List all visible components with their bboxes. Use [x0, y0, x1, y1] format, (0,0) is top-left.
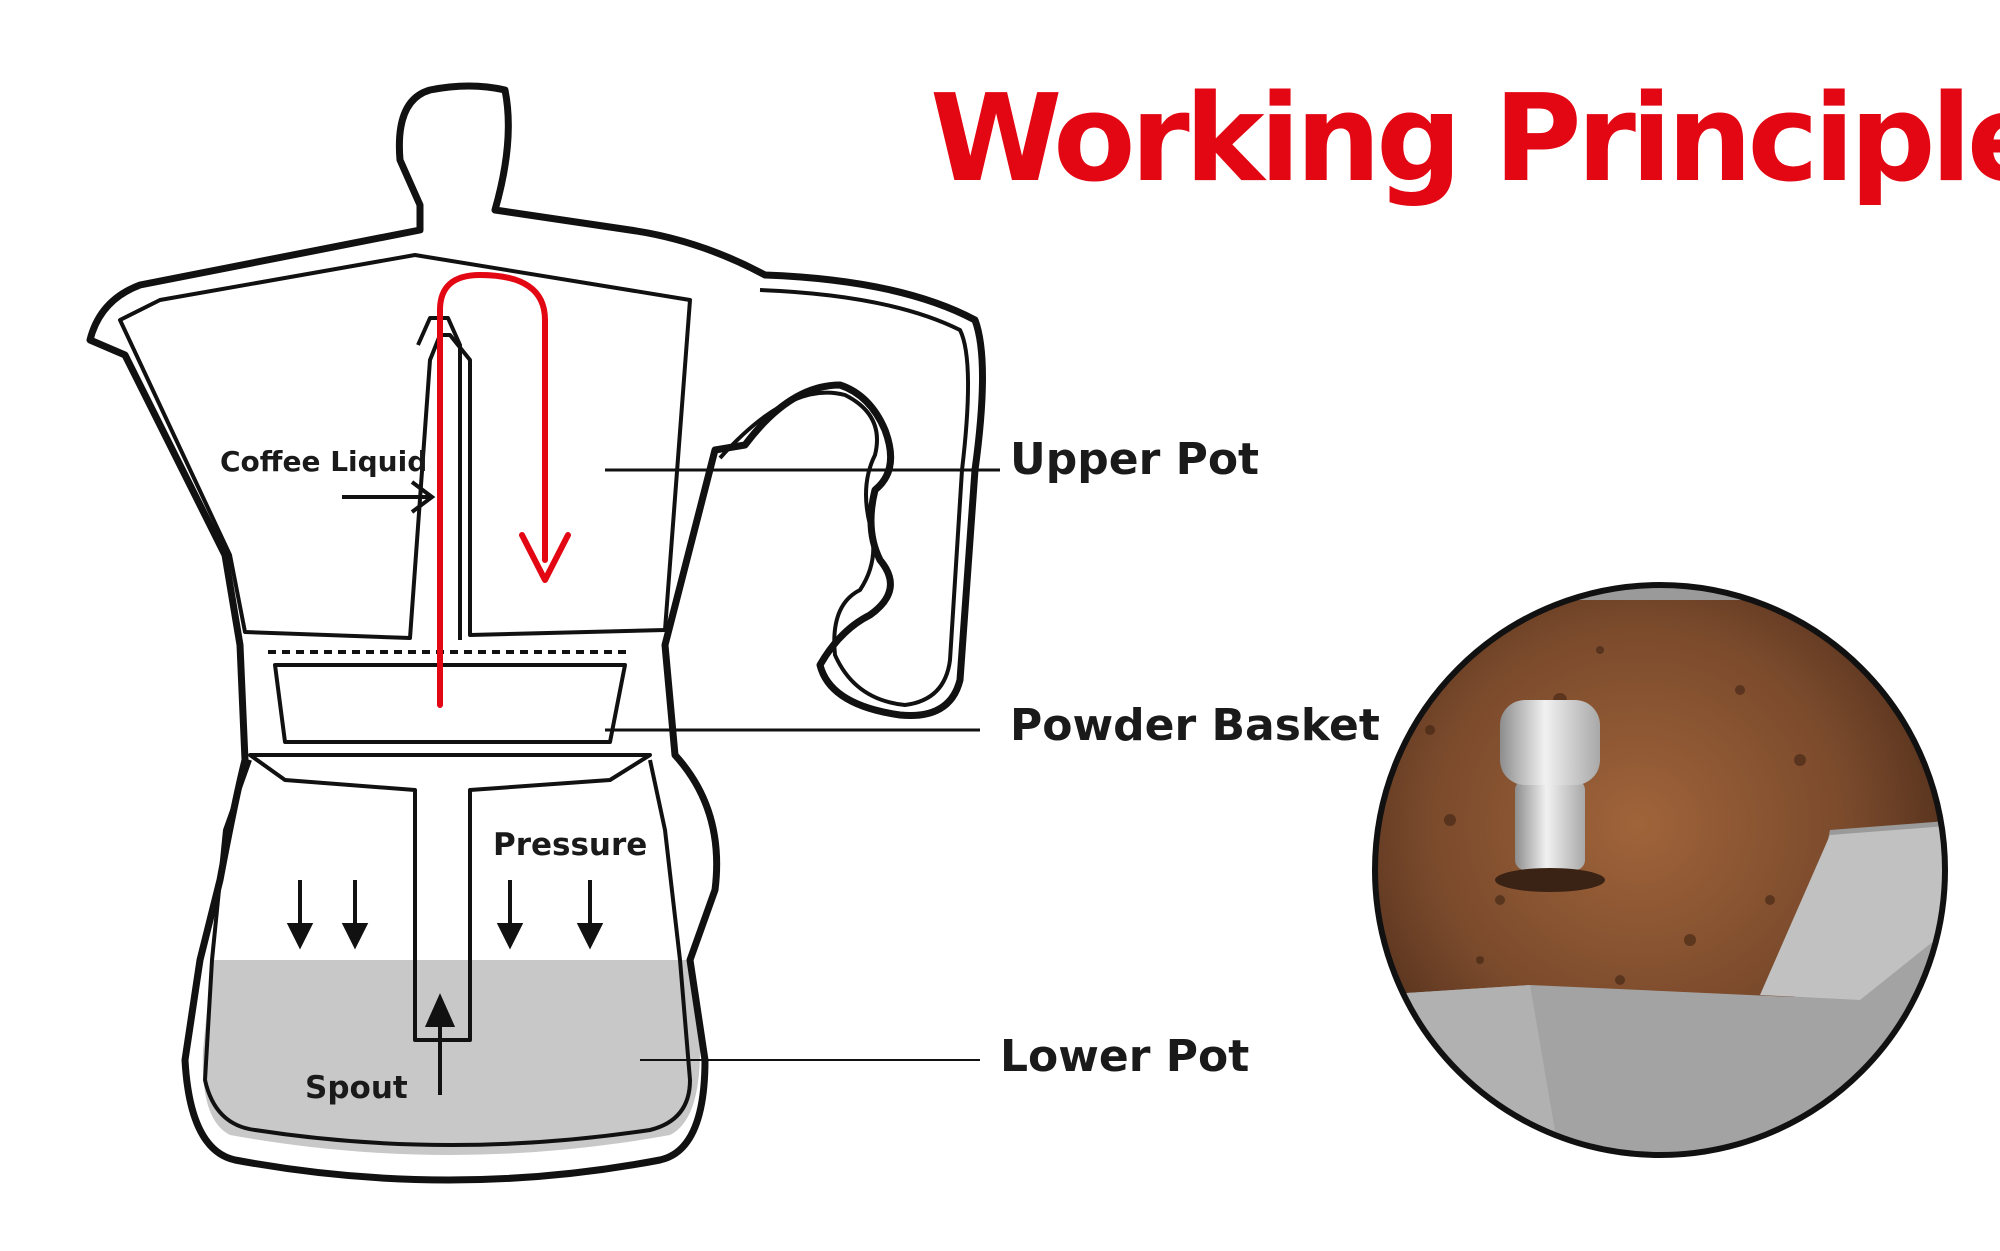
coffee-liquid-arrow-head: [410, 480, 436, 514]
central-tube: [416, 316, 462, 640]
page-title: Working Principle: [930, 70, 2000, 209]
basket-funnel: [248, 753, 652, 1042]
pot-outer-outline: [86, 82, 986, 1184]
flow-arrow-head: [519, 532, 571, 583]
coffee-photo: [1375, 585, 1945, 1155]
lower-pot-inner: [203, 759, 692, 1147]
coffee-flow-path[interactable]: [437, 272, 548, 708]
label-coffee-liquid: Coffee Liquid: [220, 445, 428, 478]
pressure-arrows: [286, 880, 604, 950]
label-powder-basket: Powder Basket: [1010, 700, 1380, 751]
handle-outline: [718, 288, 970, 707]
water-fill: [202, 960, 700, 1155]
powder-basket: [273, 663, 627, 744]
label-upper-pot: Upper Pot: [1010, 434, 1260, 485]
label-pressure: Pressure: [493, 827, 648, 863]
label-spout: Spout: [305, 1070, 408, 1106]
label-lower-pot: Lower Pot: [1000, 1031, 1250, 1082]
coffee-photo-frame: [1372, 582, 1948, 1158]
spout-arrow: [424, 993, 456, 1095]
